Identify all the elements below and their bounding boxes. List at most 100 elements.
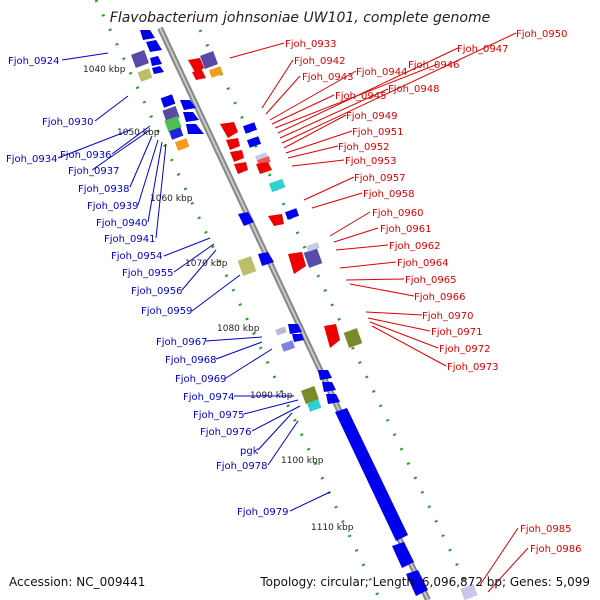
gene-label: Fjoh_0936 [60, 150, 111, 161]
scale-label: 1070 kbp [185, 259, 228, 269]
gene-fwd [150, 56, 162, 66]
gene-label: Fjoh_0960 [372, 208, 423, 219]
gene-label: Fjoh_0930 [42, 117, 93, 128]
gene-rev-box [200, 51, 218, 69]
gene-fwd-box [131, 50, 149, 68]
gene-label: Fjoh_0978 [216, 461, 267, 472]
gene-label: Fjoh_0970 [422, 311, 473, 322]
left-labels: Fjoh_0924 Fjoh_0930 Fjoh_0934 Fjoh_0936 … [6, 56, 288, 518]
forward-genes[interactable] [131, 30, 428, 596]
gene-label: Fjoh_0951 [352, 127, 403, 138]
topology-text: Topology: circular; Length: 6,096,872 bp… [260, 575, 590, 589]
gene-label: Fjoh_0971 [431, 327, 482, 338]
reverse-genes[interactable] [188, 51, 478, 600]
gene-fwd-box [275, 326, 287, 336]
gene-fwd [292, 334, 304, 342]
gene-rev [192, 70, 206, 80]
gene-rev [288, 252, 306, 274]
gene-fwd [152, 66, 164, 74]
gene-fwd-box [164, 115, 182, 133]
gene-fwd-box [280, 340, 296, 352]
gene-fwd-long [335, 408, 408, 541]
gene-label: Fjoh_0924 [8, 56, 59, 67]
accession-text: Accession: NC_009441 [9, 575, 146, 589]
gene-label: Fjoh_0967 [156, 337, 207, 348]
scale-label: 1080 kbp [217, 324, 260, 334]
gene-label: Fjoh_0966 [414, 292, 465, 303]
gene-label: Fjoh_0976 [200, 427, 251, 438]
gene-label: Fjoh_0962 [389, 241, 440, 252]
map-title: Flavobacterium johnsoniae UW101, complet… [109, 10, 491, 26]
gene-label: Fjoh_0954 [111, 251, 162, 262]
gene-rev [268, 214, 284, 226]
gene-rev [234, 162, 248, 174]
gene-fwd-box [160, 94, 176, 108]
gene-label: Fjoh_0972 [439, 344, 490, 355]
gene-fwd [146, 40, 162, 52]
gene-label: Fjoh_0968 [165, 355, 216, 366]
gene-fwd-box [137, 68, 153, 82]
gene-label: Fjoh_0955 [122, 268, 173, 279]
gene-label: Fjoh_0973 [447, 362, 498, 373]
gene-label: Fjoh_0942 [294, 56, 345, 67]
gene-fwd [180, 100, 196, 110]
gene-label: Fjoh_0940 [96, 218, 147, 229]
gene-rev-box [303, 248, 323, 268]
gene-fwd [392, 542, 414, 568]
gene-label: Fjoh_0933 [285, 39, 336, 50]
gene-label: Fjoh_0949 [346, 111, 397, 122]
gene-rev-box [306, 242, 320, 252]
gene-fwd-box [174, 138, 190, 151]
scale-label: 1060 kbp [150, 194, 193, 204]
gene-fwd-box [168, 127, 184, 140]
gene-rev [256, 162, 272, 174]
left-leaders [57, 52, 331, 512]
gene-label: Fjoh_0958 [363, 189, 414, 200]
gene-label: Fjoh_0979 [237, 507, 288, 518]
gene-fwd [186, 124, 204, 134]
gene-rev [230, 150, 244, 162]
gene-label: Fjoh_0986 [530, 544, 581, 555]
gene-label: Fjoh_0974 [183, 392, 234, 403]
gene-fwd-box [301, 386, 319, 404]
gene-label: pgk [240, 446, 259, 457]
gene-label: Fjoh_0956 [131, 286, 182, 297]
gene-label: Fjoh_0939 [87, 201, 138, 212]
gene-label: Fjoh_0943 [302, 72, 353, 83]
gene-fwd-box [306, 399, 322, 412]
gene-fwd [326, 394, 340, 404]
gene-rev [324, 324, 340, 348]
gene-rev-box [460, 583, 478, 600]
gene-label: Fjoh_0957 [354, 173, 405, 184]
gene-label: Fjoh_0944 [356, 67, 407, 78]
gene-label: Fjoh_0934 [6, 154, 57, 165]
gene-label: Fjoh_0985 [520, 524, 571, 535]
gene-rev [226, 138, 240, 150]
scale-label: 1040 kbp [83, 65, 126, 75]
scale-label: 1110 kbp [311, 523, 354, 533]
gene-label: Fjoh_0941 [104, 234, 155, 245]
gene-fwd [258, 252, 274, 266]
scale-label: 1100 kbp [281, 456, 324, 466]
gene-label: Fjoh_0937 [68, 166, 119, 177]
gene-fwd [238, 212, 254, 226]
gene-fwd [183, 112, 199, 122]
right-leaders [229, 32, 529, 593]
gene-fwd [140, 30, 155, 40]
gene-label: Fjoh_0965 [405, 275, 456, 286]
gene-label: Fjoh_0959 [141, 306, 192, 317]
gene-label: Fjoh_0938 [78, 184, 129, 195]
gene-label: Fjoh_0952 [338, 142, 389, 153]
gene-fwd [406, 570, 428, 596]
gene-rev-box [269, 178, 286, 193]
gene-rev-box [343, 328, 363, 348]
gene-rev-box [284, 208, 300, 220]
gene-fwd [318, 370, 332, 380]
gene-fwd [322, 382, 336, 392]
gene-label: Fjoh_0969 [175, 374, 226, 385]
gene-label: Fjoh_0945 [335, 91, 386, 102]
gene-rev-box [242, 122, 258, 134]
gene-rev-box [208, 66, 224, 78]
gene-label: Fjoh_0961 [380, 224, 431, 235]
